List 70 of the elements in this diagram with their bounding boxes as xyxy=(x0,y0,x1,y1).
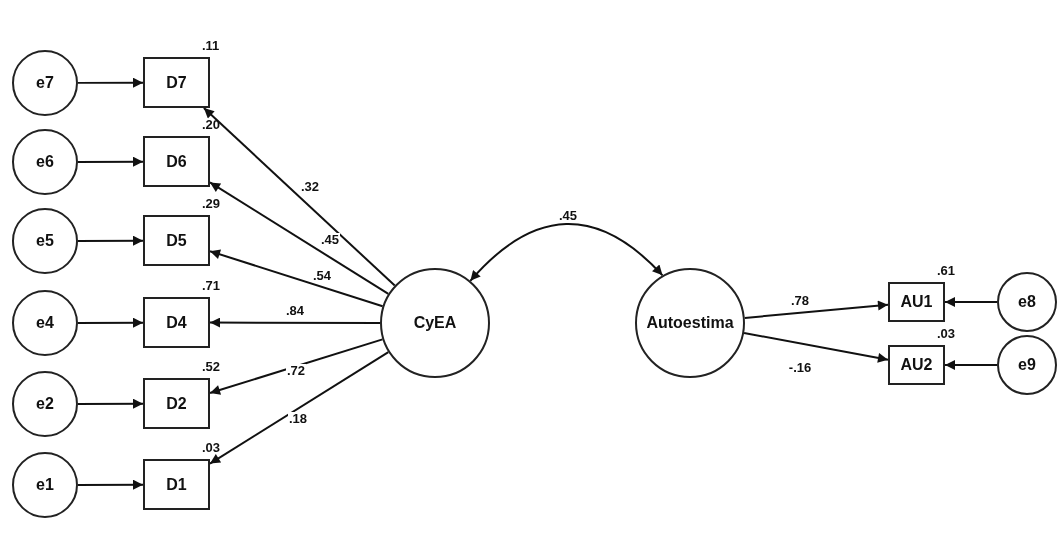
arrow xyxy=(944,360,998,370)
variable-label: e6 xyxy=(36,153,54,171)
arrow xyxy=(743,300,889,319)
arrow xyxy=(77,156,144,167)
arrow xyxy=(77,479,144,490)
observed-variable-box xyxy=(143,378,210,429)
variable-label: AU2 xyxy=(900,356,933,374)
variable-label: D5 xyxy=(166,231,187,250)
variable-label: D6 xyxy=(166,152,187,171)
variable-label: e9 xyxy=(1018,356,1036,374)
variable-label: e2 xyxy=(36,395,54,413)
path-coefficient: .45 xyxy=(319,232,341,246)
observed-variable-box xyxy=(143,297,210,348)
arrow xyxy=(77,317,144,328)
arrow xyxy=(77,398,144,409)
arrow xyxy=(743,332,889,363)
r-squared-value: .29 xyxy=(202,197,221,210)
path-coefficient: .18 xyxy=(287,411,309,425)
r-squared-value: .61 xyxy=(937,264,956,277)
error-term-circle xyxy=(997,335,1057,395)
variable-label: e1 xyxy=(36,476,54,494)
arrow xyxy=(209,317,381,328)
r-squared-value: .20 xyxy=(202,118,221,131)
variable-label: e4 xyxy=(36,314,54,332)
error-term-circle xyxy=(12,371,78,437)
r-squared-value: .71 xyxy=(202,279,221,292)
variable-label: CyEA xyxy=(413,314,457,332)
path-coefficient: .72 xyxy=(285,363,307,377)
variable-label: Autoestima xyxy=(646,314,734,332)
variable-label: AU1 xyxy=(900,293,933,311)
arrow xyxy=(77,235,144,246)
error-term-circle xyxy=(12,290,78,356)
observed-variable-box xyxy=(143,57,210,108)
observed-variable-box xyxy=(143,215,210,266)
error-term-circle xyxy=(12,452,78,518)
observed-variable-box xyxy=(888,345,945,385)
arrow xyxy=(202,107,396,287)
path-coefficient: -.16 xyxy=(787,360,813,374)
arrow xyxy=(209,338,384,395)
curved-arrow xyxy=(469,223,664,282)
error-term-circle xyxy=(12,208,78,274)
observed-variable-box xyxy=(888,282,945,322)
r-squared-value: .03 xyxy=(937,327,956,340)
path-coefficient: .32 xyxy=(299,179,321,193)
arrow xyxy=(209,249,384,308)
path-coefficient: .84 xyxy=(284,303,306,317)
observed-variable-box xyxy=(143,136,210,187)
r-squared-value: .52 xyxy=(202,360,221,373)
variable-label: D7 xyxy=(166,73,187,92)
variable-label: e8 xyxy=(1018,293,1036,311)
variable-label: D1 xyxy=(166,475,187,494)
arrow xyxy=(209,181,390,295)
r-squared-value: .11 xyxy=(202,39,220,52)
error-term-circle xyxy=(997,272,1057,332)
error-term-circle xyxy=(12,129,78,195)
arrow xyxy=(209,351,390,465)
latent-variable-circle xyxy=(635,268,745,378)
arrow xyxy=(944,297,998,307)
error-term-circle xyxy=(12,50,78,116)
variable-label: e5 xyxy=(36,232,54,250)
variable-label: D4 xyxy=(166,313,187,332)
arrow xyxy=(77,77,144,88)
variable-label: e7 xyxy=(36,74,54,92)
variable-label: D2 xyxy=(166,394,187,413)
latent-variable-circle xyxy=(380,268,490,378)
path-coefficient: .54 xyxy=(311,268,333,282)
observed-variable-box xyxy=(143,459,210,510)
path-coefficient: .78 xyxy=(789,293,811,307)
r-squared-value: .03 xyxy=(202,441,221,454)
path-coefficient: .45 xyxy=(557,208,579,222)
